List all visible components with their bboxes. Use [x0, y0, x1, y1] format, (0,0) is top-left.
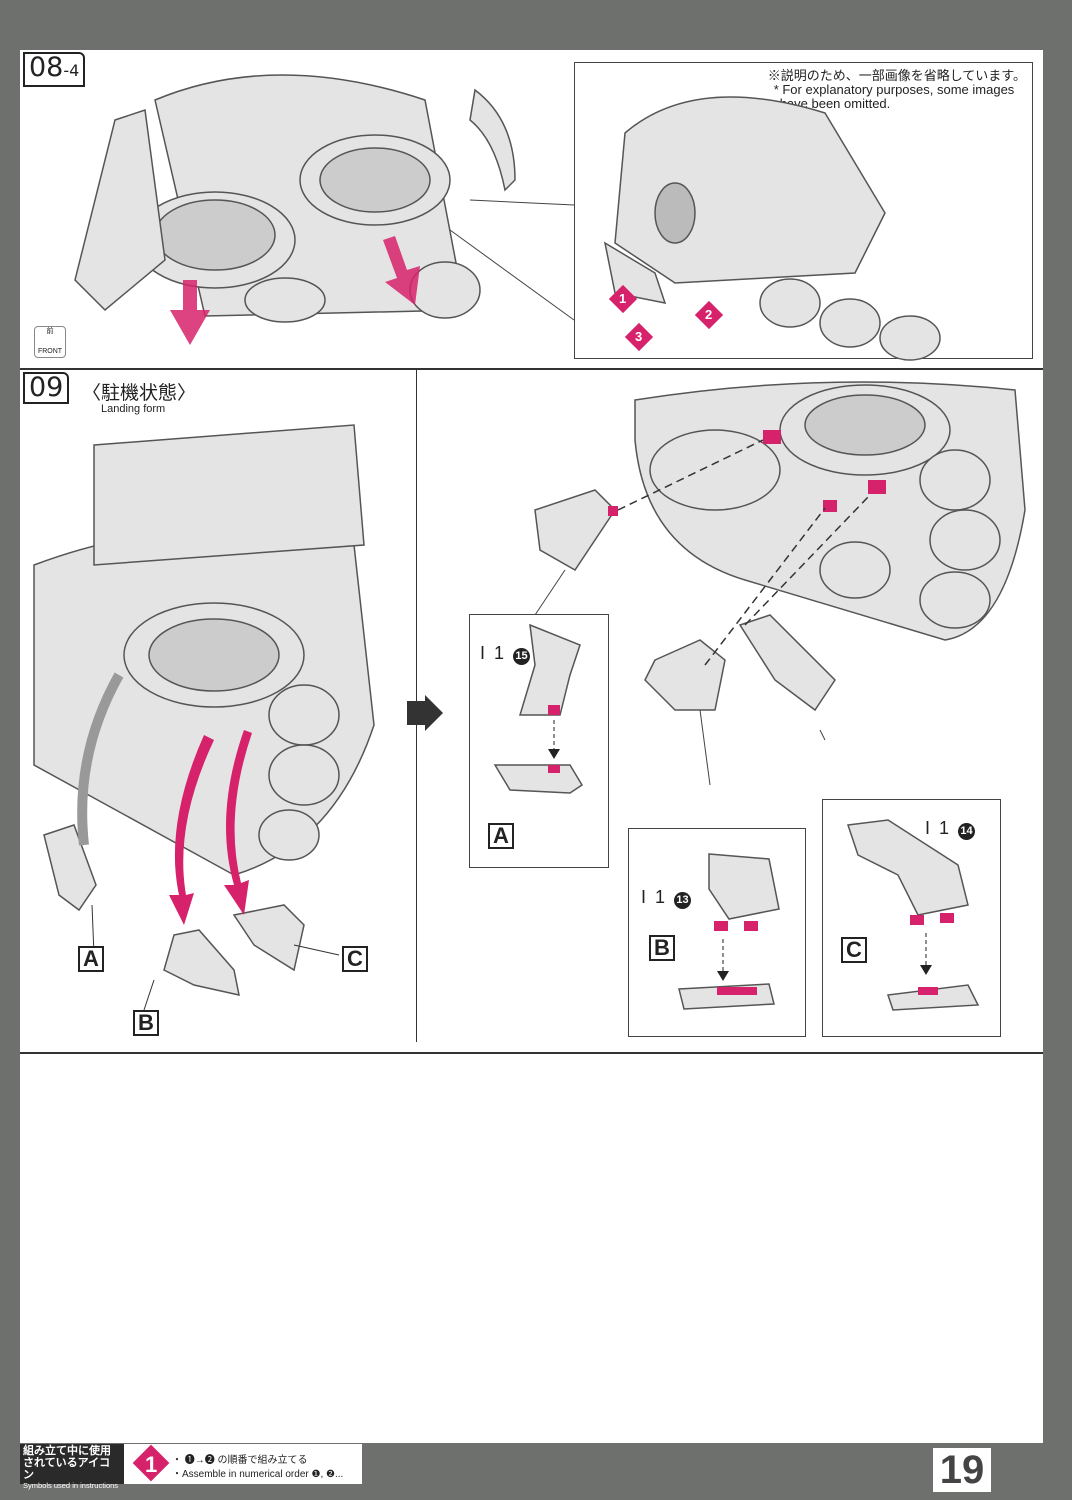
- step-title-jp: 〈駐機状態〉: [82, 383, 197, 404]
- part-letter-a: A: [78, 946, 104, 972]
- illustration-08-4-main: [74, 74, 516, 345]
- step-number: 09: [29, 372, 64, 403]
- part-c-illustration: [846, 819, 980, 1011]
- step-title-en: Landing form: [101, 403, 166, 415]
- callout-lines: [449, 199, 575, 321]
- step-sub-number: -4: [63, 61, 80, 80]
- legend-heading-jp-2: されているアイコン: [23, 1457, 111, 1481]
- part-letter-a: A: [488, 823, 514, 849]
- part-num: 15: [513, 648, 531, 665]
- part-num: 13: [674, 892, 692, 909]
- part-letter-b: B: [649, 935, 675, 961]
- symbols-legend: 1 ・ ❶→❷ の順番で組み立てる ・Assemble in numerical…: [124, 1444, 362, 1484]
- legend-line-en: ・Assemble in numerical order ❶, ❷...: [172, 1469, 344, 1480]
- part-letter-c: C: [342, 946, 368, 972]
- divider: [20, 368, 1043, 370]
- runner-label: I 1: [641, 887, 668, 907]
- note-en-2: have been omitted.: [779, 96, 891, 111]
- part-letter-b: B: [133, 1010, 159, 1036]
- part-number-i1-13: I 1 13: [641, 887, 692, 909]
- omission-note: ※説明のため、一部画像を省略しています。 * For explanatory p…: [768, 69, 1026, 111]
- note-en-1: * For explanatory purposes, some images: [773, 82, 1015, 97]
- part-b-illustration: [678, 853, 780, 1010]
- part-number-i1-15: I 1 15: [480, 643, 531, 665]
- note-jp: ※説明のため、一部画像を省略しています。: [767, 68, 1026, 83]
- divider: [20, 1052, 1043, 1054]
- detail-inset-a: I 1 15 A: [469, 614, 609, 868]
- order-marker-2: 2: [705, 307, 713, 322]
- legend-heading-en: Symbols used in instructions: [23, 1481, 119, 1490]
- part-letter-c: C: [841, 937, 867, 963]
- front-icon-jp: 前: [46, 328, 54, 335]
- detail-inset-08-4: ※説明のため、一部画像を省略しています。 * For explanatory p…: [574, 62, 1033, 361]
- part-num: 14: [958, 823, 976, 840]
- front-icon-en: FRONT: [37, 348, 63, 355]
- legend-heading-jp-1: 組み立て中に使用: [23, 1445, 111, 1457]
- front-direction-icon: 前 FRONT: [34, 326, 66, 358]
- part-a-illustration: [493, 623, 584, 794]
- runner-label: I 1: [925, 818, 952, 838]
- legend-line-jp: ・ ❶→❷ の順番で組み立てる: [172, 1455, 308, 1466]
- runner-label: I 1: [480, 643, 507, 663]
- part-number-i1-14: I 1 14: [925, 818, 976, 840]
- step-number-08-4: 08-4: [23, 52, 86, 87]
- detail-inset-b: I 1 13 B: [628, 828, 806, 1037]
- order-icon-number: 1: [145, 1452, 158, 1477]
- page-number: 19: [933, 1448, 991, 1492]
- order-marker-1: 1: [619, 291, 627, 306]
- step-number-09: 09: [23, 372, 70, 404]
- step-number: 08: [29, 52, 64, 83]
- illustration-09-main: [33, 424, 375, 1011]
- illustration-08-4-detail: [603, 96, 941, 361]
- next-arrow-icon: [407, 695, 443, 731]
- illustration-09-assembly: [534, 381, 1026, 786]
- symbols-legend-heading: 組み立て中に使用 されているアイコン Symbols used in instr…: [20, 1444, 124, 1490]
- detail-inset-c: I 1 14 C: [822, 799, 1001, 1037]
- order-marker-3: 3: [635, 329, 643, 344]
